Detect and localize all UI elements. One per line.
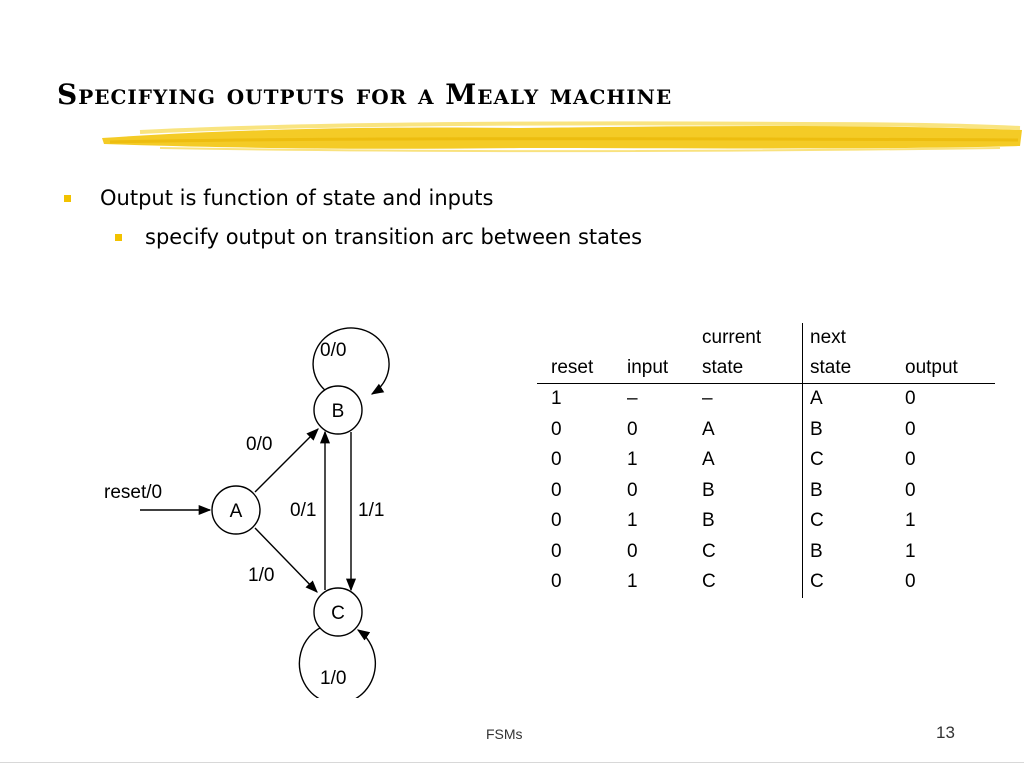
column-header: next [810, 327, 846, 348]
arc-a-to-b-label: 0/0 [246, 434, 272, 455]
table-cell: 0 [627, 479, 638, 501]
mealy-state-diagram: reset/0 0/0 1/0 0/1 1/1 0/0 1/0 A B C [104, 327, 390, 698]
table-cell: – [702, 383, 803, 415]
arc-a-to-c [254, 527, 318, 593]
reset-label: reset/0 [104, 482, 162, 503]
table-row: 1 – – A 0 [537, 383, 995, 415]
table-cell: 0 [627, 540, 638, 562]
slide-title: Specifying outputs for a Mealy machine [57, 78, 673, 111]
column-header: reset [537, 353, 627, 384]
column-header: output [905, 353, 995, 384]
table-cell: 0 [551, 540, 562, 562]
table-cell: C [702, 567, 803, 598]
table-cell: – [627, 388, 638, 410]
table-row: 0 0 A B 0 [537, 414, 995, 445]
table-cell: 0 [551, 479, 562, 501]
bullet-square-icon [115, 234, 122, 241]
column-header: current [702, 323, 803, 353]
state-c-node [313, 587, 363, 637]
table-cell: B [810, 479, 823, 501]
title-underline-brushstroke [102, 121, 1022, 152]
table-cell: C [702, 536, 803, 567]
table-row: 0 0 B B 0 [537, 475, 995, 506]
table-cell: B [702, 506, 803, 537]
sub-bullet-text: specify output on transition arc between… [145, 225, 643, 249]
table-cell: C [810, 510, 824, 532]
table-cell: 1 [627, 510, 638, 532]
arc-b-to-c-label: 1/1 [358, 500, 384, 521]
self-loop-b [312, 327, 390, 395]
bullet-text: Output is function of state and inputs [100, 186, 494, 210]
table-cell: 0 [627, 418, 638, 440]
table-cell: 0 [905, 571, 916, 593]
table-cell: 1 [627, 571, 638, 593]
table-cell: 1 [905, 510, 916, 532]
table-row: 0 1 B C 1 [537, 506, 995, 537]
table-header-row: current next [537, 323, 995, 353]
table-row: 0 1 C C 0 [537, 567, 995, 598]
self-loop-c-label: 1/0 [320, 668, 346, 689]
table-cell: 0 [905, 479, 916, 501]
table-cell: A [702, 414, 803, 445]
state-b-node [313, 385, 363, 435]
table-cell: B [810, 418, 823, 440]
column-header [627, 323, 702, 353]
bullet-square-icon [64, 195, 71, 202]
table-cell: 0 [905, 418, 916, 440]
table-row: 0 0 C B 1 [537, 536, 995, 567]
column-header: state [802, 353, 905, 384]
self-loop-c [298, 626, 377, 698]
table-cell: B [702, 475, 803, 506]
state-a-node [211, 485, 261, 535]
state-b-label: B [332, 401, 345, 422]
page-number: 13 [936, 723, 955, 742]
state-transition-table: current next reset input state state out… [537, 323, 995, 598]
arc-a-to-c-label: 1/0 [248, 565, 274, 586]
table-cell: A [702, 445, 803, 476]
state-a-label: A [230, 501, 243, 522]
table-row: 0 1 A C 0 [537, 445, 995, 476]
table-cell: 0 [551, 510, 562, 532]
column-header: state [702, 353, 803, 384]
footer-divider [0, 762, 1024, 763]
column-header [905, 323, 995, 353]
table-cell: A [810, 388, 823, 410]
arc-a-to-b [254, 428, 319, 493]
table-cell: B [810, 540, 823, 562]
table-cell: 1 [627, 449, 638, 471]
arc-c-to-b-label: 0/1 [290, 500, 316, 521]
table-header-row: reset input state state output [537, 353, 995, 384]
table-cell: C [810, 571, 824, 593]
table-cell: C [810, 449, 824, 471]
self-loop-b-label: 0/0 [320, 340, 346, 361]
table-cell: 0 [905, 388, 916, 410]
bullet-item: Output is function of state and inputs [64, 186, 494, 210]
sub-bullet-item: specify output on transition arc between… [115, 225, 643, 249]
table-cell: 0 [551, 418, 562, 440]
column-header [537, 323, 627, 353]
footer-label: FSMs [486, 726, 523, 742]
table-cell: 1 [905, 540, 916, 562]
table-cell: 0 [551, 449, 562, 471]
table-cell: 0 [905, 449, 916, 471]
column-header: input [627, 353, 702, 384]
state-c-label: C [331, 603, 345, 624]
table-cell: 0 [551, 571, 562, 593]
table-cell: 1 [551, 388, 562, 410]
